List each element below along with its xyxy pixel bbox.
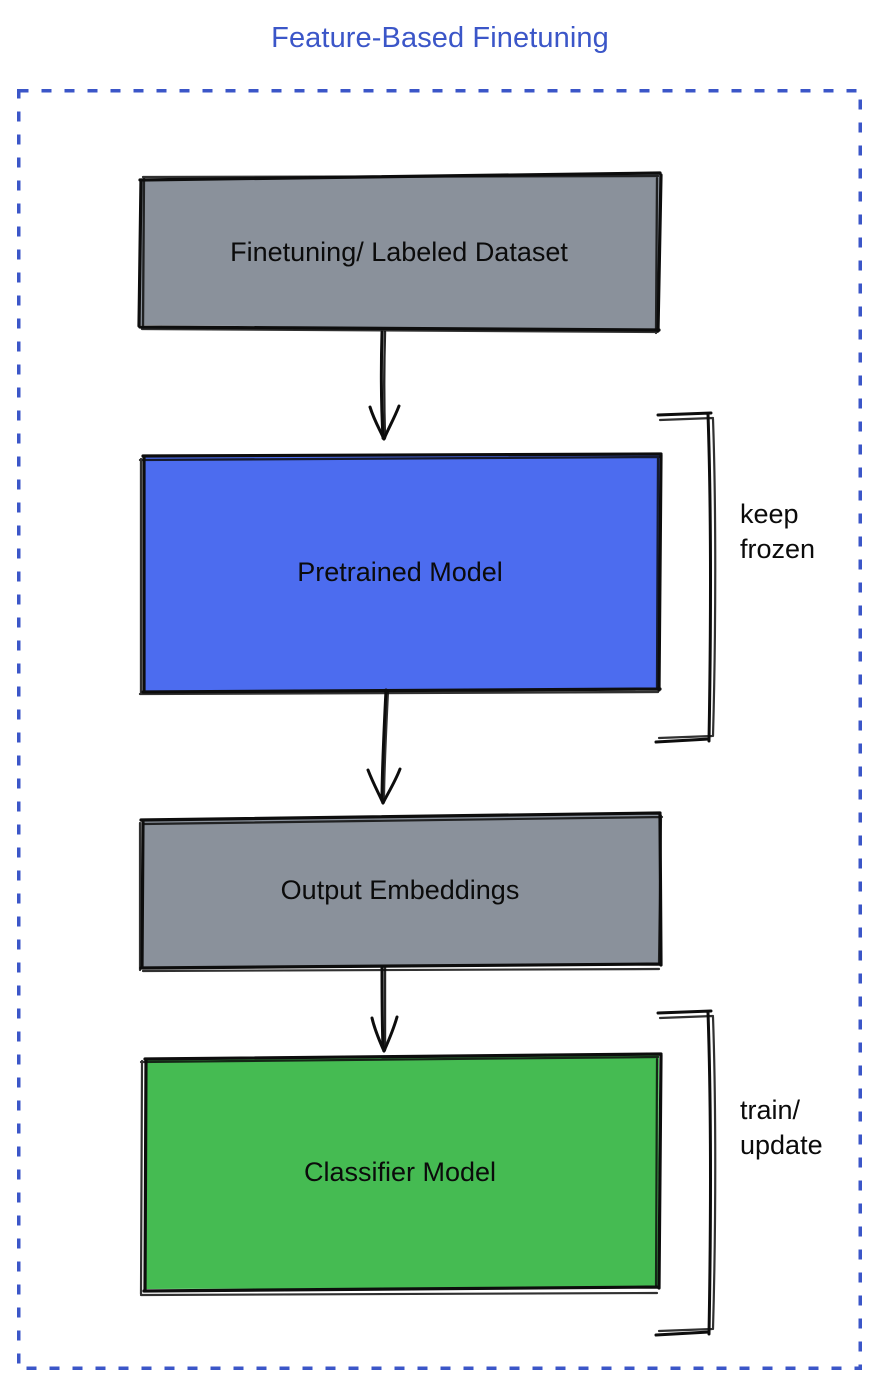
node-fill <box>144 455 660 691</box>
arrow-head-left <box>368 405 386 441</box>
annotation-label-keep-frozen: keep frozen <box>740 499 816 564</box>
node-outline-pass1 <box>141 452 663 694</box>
bracket-stroke-1 <box>654 411 713 744</box>
bracket-keep-frozen <box>654 411 725 744</box>
arrow-head-right <box>382 1015 399 1053</box>
annotation-label-train-update: train/ update <box>740 1095 823 1160</box>
arrow-head-right <box>382 404 401 441</box>
arrow-pretrained-to-embeddings <box>355 688 415 815</box>
node-fill <box>139 174 660 330</box>
arrow-svg-3 <box>370 964 399 1053</box>
arrow-head-right <box>381 767 402 805</box>
arrow-head-left <box>370 1016 386 1053</box>
node-fill <box>144 1055 659 1289</box>
node-classifier-model[interactable]: Classifier Model <box>138 1052 663 1297</box>
bracket-stroke-2 <box>657 416 717 740</box>
node-outline-pass2 <box>139 1055 660 1297</box>
bracket-train-update <box>654 1009 725 1337</box>
arrow-shaft <box>379 330 385 440</box>
bracket-svg-keep-frozen <box>654 411 717 744</box>
arrow-dataset-to-pretrained <box>355 330 415 456</box>
node-finetuning-dataset[interactable]: Finetuning/ Labeled Dataset <box>136 171 663 335</box>
arrow-svg-2 <box>366 688 402 805</box>
node-outline-pass2 <box>138 455 661 696</box>
bracket-stroke-2 <box>657 1014 717 1333</box>
node-fill <box>142 814 660 967</box>
arrow-svg-1 <box>368 330 401 441</box>
node-outline-pass1 <box>142 1052 663 1293</box>
node-outline-pass2 <box>140 174 660 335</box>
arrow-shaft-2 <box>382 690 390 804</box>
bracket-stroke-1 <box>654 1009 713 1337</box>
node-shape-output-embeddings <box>138 811 664 973</box>
node-pretrained-model[interactable]: Pretrained Model <box>138 452 663 696</box>
arrow-embeddings-to-classifier <box>355 964 415 1058</box>
bracket-svg-train-update <box>654 1009 717 1337</box>
arrow-shaft <box>380 964 385 1050</box>
node-shape-finetuning-dataset <box>137 171 663 335</box>
node-output-embeddings[interactable]: Output Embeddings <box>138 811 664 973</box>
arrow-head-left <box>366 768 385 805</box>
arrow-shaft-2 <box>383 330 387 440</box>
node-outline-pass2 <box>138 814 664 973</box>
node-shape-pretrained-model <box>138 452 663 696</box>
arrow-shaft <box>380 688 388 802</box>
node-shape-classifier-model <box>139 1052 663 1297</box>
page-title: Feature-Based Finetuning <box>271 22 609 54</box>
